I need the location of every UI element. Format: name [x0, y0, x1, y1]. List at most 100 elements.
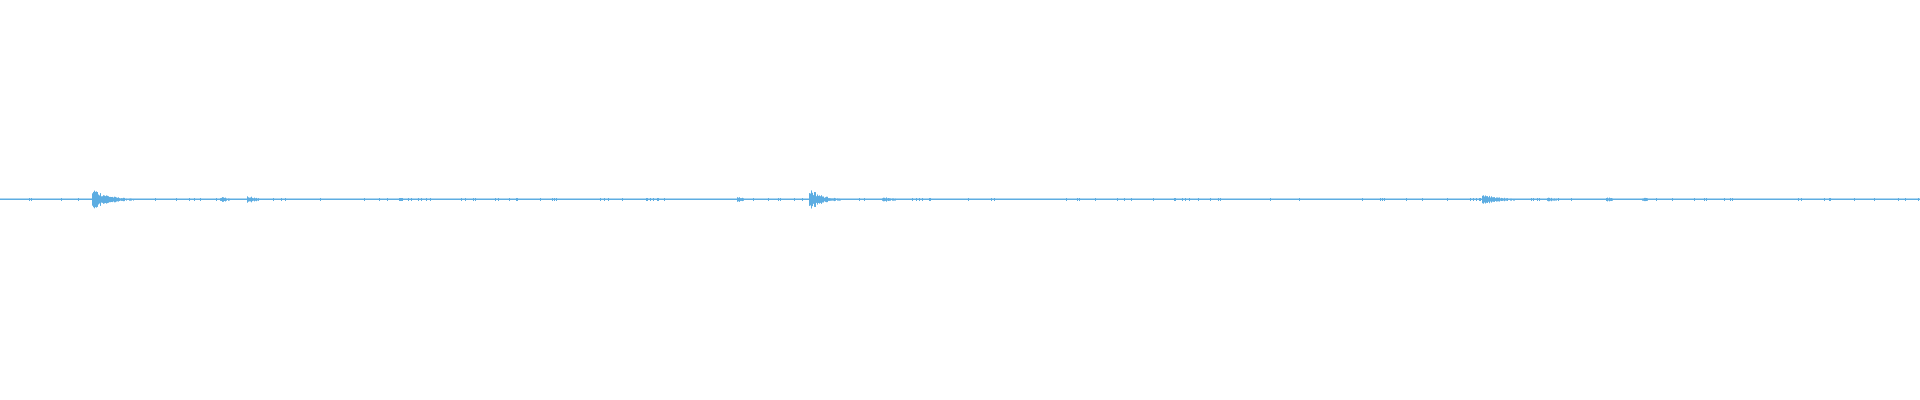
- waveform-bar: [650, 198, 651, 201]
- waveform-bar: [103, 195, 104, 204]
- waveform-bar: [216, 198, 217, 201]
- waveform-bar: [104, 195, 105, 204]
- waveform-bar: [1503, 198, 1504, 201]
- waveform-bar: [1611, 198, 1612, 201]
- waveform-bar: [430, 198, 431, 201]
- waveform-bar: [100, 193, 101, 206]
- waveform-bar: [1643, 198, 1644, 201]
- waveform-bar: [1482, 195, 1483, 204]
- waveform-bar: [1497, 197, 1498, 202]
- waveform-bar: [554, 198, 555, 201]
- waveform-bar: [116, 197, 117, 202]
- waveform-bar: [1493, 197, 1494, 202]
- waveform-baseline: [0, 198, 1920, 200]
- waveform-bar: [864, 198, 865, 201]
- waveform-bar: [95, 191, 96, 208]
- waveform-bar: [1571, 198, 1572, 201]
- waveform-bar: [1498, 197, 1499, 202]
- waveform-bar: [255, 198, 256, 201]
- waveform-bar: [281, 198, 282, 201]
- waveform-bar: [1801, 198, 1802, 201]
- waveform-bar: [1646, 198, 1647, 201]
- waveform-bar: [1830, 198, 1831, 201]
- waveform-bar: [1694, 198, 1695, 201]
- waveform-bar: [838, 198, 839, 201]
- waveform-bar: [400, 198, 401, 201]
- waveform-bar: [93, 191, 94, 208]
- waveform-bar: [247, 196, 248, 203]
- waveform-bar: [893, 198, 894, 201]
- waveform-bar: [114, 196, 115, 203]
- waveform-bar: [1406, 198, 1407, 201]
- waveform-bar: [1485, 195, 1486, 204]
- waveform-bar: [285, 198, 286, 201]
- waveform-bar: [120, 198, 121, 201]
- waveform-bar: [1501, 197, 1502, 201]
- waveform-bar: [1706, 198, 1707, 201]
- waveform-bar: [819, 195, 820, 204]
- waveform-bar: [1124, 198, 1125, 201]
- waveform-bar: [126, 198, 127, 201]
- waveform-bar: [1550, 198, 1551, 201]
- waveform-bar: [220, 198, 221, 201]
- waveform-bar: [830, 198, 831, 201]
- waveform-bar: [1198, 198, 1199, 201]
- waveform-bar: [1488, 197, 1489, 202]
- waveform-bar: [1730, 198, 1731, 201]
- waveform-bar: [1476, 198, 1477, 201]
- waveform-bar: [465, 198, 466, 201]
- waveform-bar: [1504, 197, 1505, 202]
- waveform-bar: [994, 198, 995, 201]
- waveform-bar: [101, 196, 102, 203]
- waveform-bar: [742, 197, 743, 202]
- waveform-bar: [1555, 198, 1556, 201]
- waveform-bar: [176, 198, 177, 201]
- waveform-bar: [1552, 198, 1553, 201]
- waveform-bar: [822, 196, 823, 203]
- waveform-bar: [741, 198, 742, 201]
- waveform-bar: [1505, 198, 1506, 201]
- waveform-bar: [96, 191, 97, 208]
- waveform-bar: [258, 198, 259, 201]
- waveform-bar: [1483, 195, 1484, 204]
- waveform-bar: [1270, 198, 1271, 201]
- waveform-bar: [834, 197, 835, 202]
- waveform-bar: [124, 197, 125, 202]
- waveform-bar: [113, 197, 114, 202]
- waveform-bars: [29, 190, 1919, 209]
- waveform-bar: [740, 198, 741, 201]
- waveform-bar: [1189, 198, 1190, 201]
- waveform-bar: [107, 195, 108, 204]
- waveform-bar: [1382, 198, 1383, 201]
- waveform-bar: [250, 197, 251, 202]
- waveform-bar: [815, 192, 816, 207]
- waveform-bar: [364, 198, 365, 201]
- waveform-bar: [106, 195, 107, 204]
- waveform-bar: [600, 198, 601, 201]
- waveform-bar: [1704, 198, 1705, 201]
- waveform-bar: [118, 197, 119, 202]
- waveform-bar: [1554, 198, 1555, 201]
- waveform-bar: [1489, 195, 1490, 204]
- waveform-bar: [130, 198, 131, 201]
- waveform-bar: [1551, 197, 1552, 202]
- waveform-bar: [991, 198, 992, 201]
- waveform-bar: [1473, 198, 1474, 201]
- waveform-bar: [249, 197, 250, 202]
- waveform-bar: [826, 196, 827, 203]
- waveform-bar: [273, 198, 274, 201]
- waveform-bar: [1798, 198, 1799, 201]
- waveform-bar: [1077, 198, 1078, 201]
- waveform-bar: [200, 198, 201, 201]
- waveform-bar: [223, 197, 224, 202]
- waveform-bar: [1079, 198, 1080, 201]
- waveform-bar: [816, 196, 817, 203]
- waveform-bar: [1533, 198, 1534, 201]
- waveform-bar: [812, 192, 813, 207]
- waveform-bar: [108, 196, 109, 203]
- waveform-bar: [1174, 198, 1175, 201]
- waveform-bar: [1502, 198, 1503, 201]
- waveform-bar: [99, 195, 100, 204]
- waveform-bar: [122, 198, 123, 201]
